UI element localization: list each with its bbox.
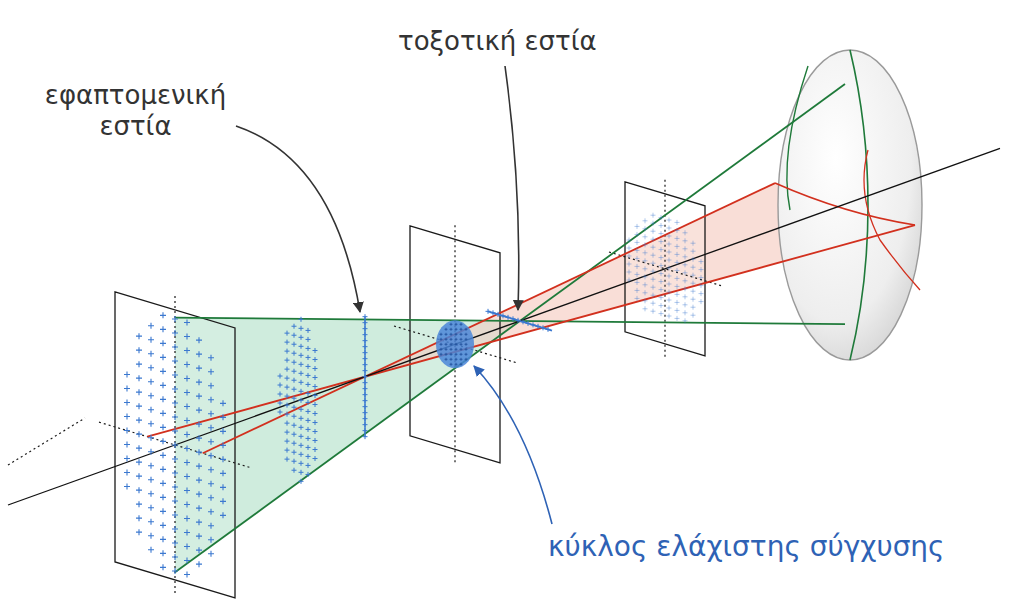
plane-crosshair (99, 296, 251, 594)
spot-pattern (278, 317, 318, 484)
leader-lines (236, 66, 552, 524)
ray-scene (8, 50, 1000, 598)
annotation-label: τοξοτική εστία (398, 26, 597, 57)
spot-pattern (440, 323, 468, 366)
leader-line (236, 126, 360, 312)
spot-pattern (627, 213, 704, 324)
light-ray (175, 84, 845, 572)
spot-pattern (124, 312, 226, 577)
leader-line (505, 66, 519, 310)
lens-meridian (787, 66, 808, 210)
lens-meridian (864, 150, 920, 290)
plane-crosshair (394, 225, 516, 463)
leader-line (474, 366, 552, 524)
light-ray (203, 183, 775, 453)
optical-axis (8, 148, 1000, 505)
plane-crosshair (8, 418, 85, 465)
lens (775, 50, 922, 360)
spot-pattern (486, 309, 551, 332)
spot-pattern (363, 314, 368, 439)
lens-outline (778, 50, 922, 360)
annotation-label: εφαπτομενική εστία (28, 80, 243, 142)
lens-meridian (850, 50, 868, 360)
light-ray (147, 225, 915, 437)
least-confusion-spot (436, 320, 474, 368)
annotation-label: κύκλος ελάχιστης σύγχυσης (548, 530, 945, 564)
